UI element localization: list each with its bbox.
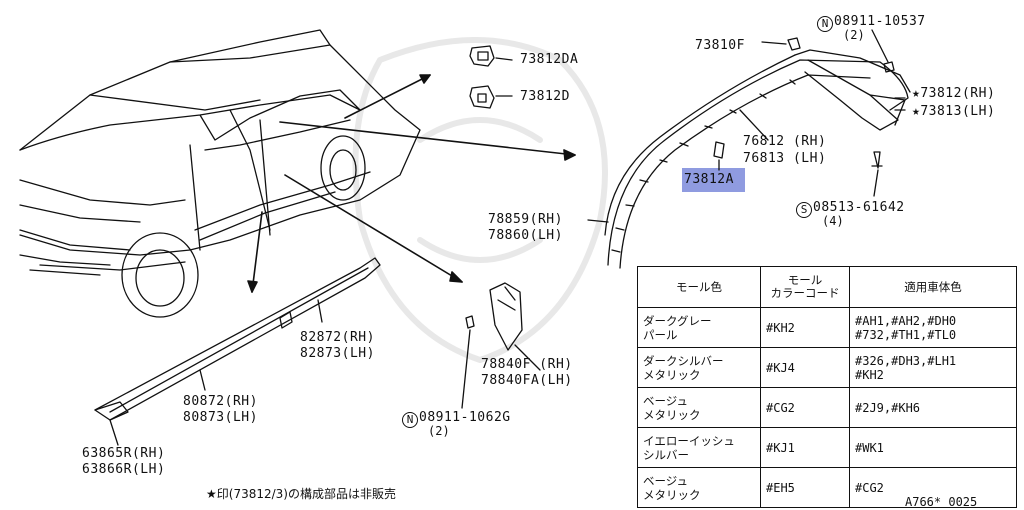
label-82873: 82873(LH) bbox=[300, 346, 375, 361]
cell-color: ベージュ メタリック bbox=[637, 467, 761, 508]
table-row: ダークシルバー メタリック #KJ4 #326,#DH3,#LH1 #KH2 bbox=[637, 347, 1017, 388]
label-80872: 80872(RH) bbox=[183, 394, 258, 409]
screw-symbol: S bbox=[796, 202, 812, 218]
label-78860: 78860(LH) bbox=[488, 228, 563, 243]
nut-73810F bbox=[787, 37, 801, 51]
reference-code: A766* 0025 bbox=[905, 495, 978, 509]
label-73812-rh: ★73812(RH) bbox=[912, 86, 996, 101]
label-80873: 80873(LH) bbox=[183, 410, 258, 425]
nut-08911-10537 bbox=[883, 61, 895, 73]
table-row: ダークグレー パール #KH2 #AH1,#AH2,#DH0 #732,#TH1… bbox=[637, 307, 1017, 348]
cell-body: #326,#DH3,#LH1 #KH2 bbox=[849, 347, 1017, 388]
label-76813: 76813 (LH) bbox=[743, 151, 827, 166]
label-73812A: 73812A bbox=[684, 172, 734, 187]
clip-73812A bbox=[713, 141, 725, 159]
table-row: イエローイッシュ シルバー #KJ1 #WK1 bbox=[637, 427, 1017, 468]
label-73812D: 73812D bbox=[520, 89, 570, 104]
clip-73812DA bbox=[469, 45, 495, 67]
label-73810F: 73810F bbox=[695, 38, 745, 53]
cell-body: #AH1,#AH2,#DH0 #732,#TH1,#TL0 bbox=[849, 307, 1017, 348]
label-78840F: 78840F (RH) bbox=[481, 357, 573, 372]
moulding-color-table: モール色 モール カラーコード 適用車体色 ダークグレー パール #KH2 #A… bbox=[637, 266, 1017, 508]
cell-color: ベージュ メタリック bbox=[637, 387, 761, 428]
qty-08513-61642: (4) bbox=[822, 214, 844, 228]
label-73812DA: 73812DA bbox=[520, 52, 579, 67]
part-number: 08911-1062G bbox=[419, 410, 511, 425]
clip-73812D bbox=[469, 85, 495, 109]
table-row: ベージュ メタリック #EH5 #CG2 bbox=[637, 467, 1017, 508]
part-highlight bbox=[682, 168, 745, 192]
cell-body: #WK1 bbox=[849, 427, 1017, 468]
fender-moulding bbox=[604, 49, 911, 269]
qty-08911-10537: (2) bbox=[843, 28, 865, 42]
label-78840FA: 78840FA(LH) bbox=[481, 373, 573, 388]
table-header-row: モール色 モール カラーコード 適用車体色 bbox=[637, 266, 1017, 308]
nut-symbol: N bbox=[402, 412, 418, 428]
label-78859: 78859(RH) bbox=[488, 212, 563, 227]
cell-color: ダークグレー パール bbox=[637, 307, 761, 348]
header-moulding-color: モール色 bbox=[637, 266, 761, 308]
label-82872: 82872(RH) bbox=[300, 330, 375, 345]
label-63866R: 63866R(LH) bbox=[82, 462, 166, 477]
cell-code: #EH5 bbox=[760, 467, 850, 508]
watermark-crest bbox=[352, 37, 608, 363]
nut-symbol: N bbox=[817, 16, 833, 32]
cell-body: #CG2 bbox=[849, 467, 1017, 508]
cell-color: イエローイッシュ シルバー bbox=[637, 427, 761, 468]
car-body bbox=[19, 29, 421, 318]
cell-color: ダークシルバー メタリック bbox=[637, 347, 761, 388]
cell-code: #KH2 bbox=[760, 307, 850, 348]
label-76812: 76812 (RH) bbox=[743, 134, 827, 149]
mudguard bbox=[465, 282, 523, 351]
header-body-color: 適用車体色 bbox=[849, 266, 1017, 308]
leader-arrows bbox=[247, 74, 576, 293]
header-color-code: モール カラーコード bbox=[760, 266, 850, 308]
screw-08513 bbox=[871, 151, 883, 169]
part-number: 08911-10537 bbox=[834, 14, 926, 29]
cell-code: #KJ4 bbox=[760, 347, 850, 388]
cell-body: #2J9,#KH6 bbox=[849, 387, 1017, 428]
label-73813-lh: ★73813(LH) bbox=[912, 104, 996, 119]
table-row: ベージュ メタリック #CG2 #2J9,#KH6 bbox=[637, 387, 1017, 428]
part-number: 08513-61642 bbox=[813, 200, 905, 215]
label-63865R: 63865R(RH) bbox=[82, 446, 166, 461]
qty-08911-1062G: (2) bbox=[428, 424, 450, 438]
cell-code: #KJ1 bbox=[760, 427, 850, 468]
footnote: ★印(73812/3)の構成部品は非販売 bbox=[206, 487, 396, 501]
cell-code: #CG2 bbox=[760, 387, 850, 428]
